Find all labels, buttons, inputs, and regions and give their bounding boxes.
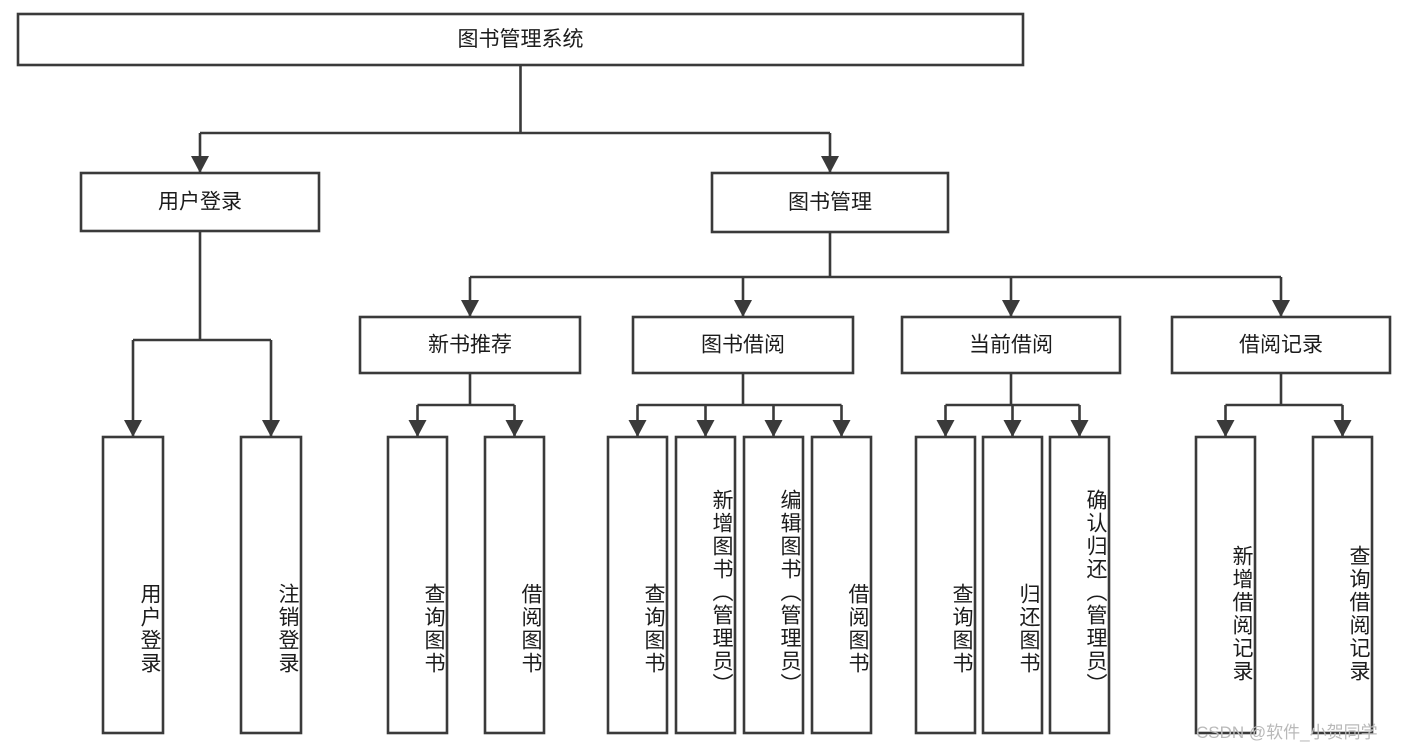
node-label-current-borrow: 当前借阅 — [969, 334, 1053, 357]
arrow-head-icon — [1272, 300, 1290, 317]
arrow-head-icon — [832, 420, 851, 437]
arrow-head-icon — [821, 156, 839, 173]
node-label-root: 图书管理系统 — [458, 28, 584, 51]
node-label-book-borrow: 图书借阅 — [701, 334, 785, 357]
arrow-head-icon — [628, 420, 647, 437]
arrow-head-icon — [262, 420, 280, 437]
node-box-leaf-add-book[interactable] — [674, 435, 737, 735]
node-box-leaf-borrow-book[interactable] — [810, 435, 873, 735]
node-box-borrow-record[interactable] — [1170, 315, 1392, 375]
node-box-user-login[interactable] — [79, 171, 321, 233]
node-box-new-book-recommend[interactable] — [358, 315, 582, 375]
arrow-head-icon — [505, 420, 524, 437]
arrow-head-icon — [1216, 420, 1235, 437]
node-box-leaf-logout[interactable] — [239, 435, 303, 735]
arrow-head-icon — [734, 300, 752, 317]
node-box-leaf-edit-book[interactable] — [742, 435, 805, 735]
arrow-head-icon — [191, 156, 209, 173]
node-box-book-borrow[interactable] — [631, 315, 855, 375]
csdn-watermark: CSDN @软件_小贺同学 — [1196, 723, 1378, 742]
node-box-leaf-query-borrow-record[interactable] — [1311, 435, 1374, 735]
node-box-leaf-add-borrow-record[interactable] — [1194, 435, 1257, 735]
boxes-layer — [16, 12, 1392, 735]
node-box-leaf-query-book-recommend[interactable] — [386, 435, 449, 735]
node-box-leaf-query-book-current[interactable] — [914, 435, 977, 735]
node-box-leaf-return-book[interactable] — [981, 435, 1044, 735]
arrow-head-icon — [936, 420, 955, 437]
arrow-head-icon — [1003, 420, 1022, 437]
arrow-head-icon — [764, 420, 783, 437]
arrow-head-icon — [124, 420, 142, 437]
arrow-head-icon — [1333, 420, 1352, 437]
node-box-root[interactable] — [16, 12, 1025, 67]
arrow-head-icon — [461, 300, 479, 317]
node-box-leaf-user-login[interactable] — [101, 435, 165, 735]
node-label-user-login: 用户登录 — [158, 191, 242, 214]
node-label-book-management: 图书管理 — [788, 191, 872, 214]
node-box-book-management[interactable] — [710, 171, 950, 234]
arrow-head-icon — [408, 420, 427, 437]
node-box-current-borrow[interactable] — [900, 315, 1122, 375]
node-box-leaf-confirm-return[interactable] — [1048, 435, 1111, 735]
connectors-layer — [124, 65, 1352, 437]
node-label-new-book-recommend: 新书推荐 — [428, 334, 512, 357]
node-box-leaf-query-book-borrow[interactable] — [606, 435, 669, 735]
node-label-borrow-record: 借阅记录 — [1239, 334, 1323, 357]
arrow-head-icon — [1070, 420, 1089, 437]
node-box-leaf-borrow-book-recommend[interactable] — [483, 435, 546, 735]
arrow-head-icon — [696, 420, 715, 437]
arrow-head-icon — [1002, 300, 1020, 317]
